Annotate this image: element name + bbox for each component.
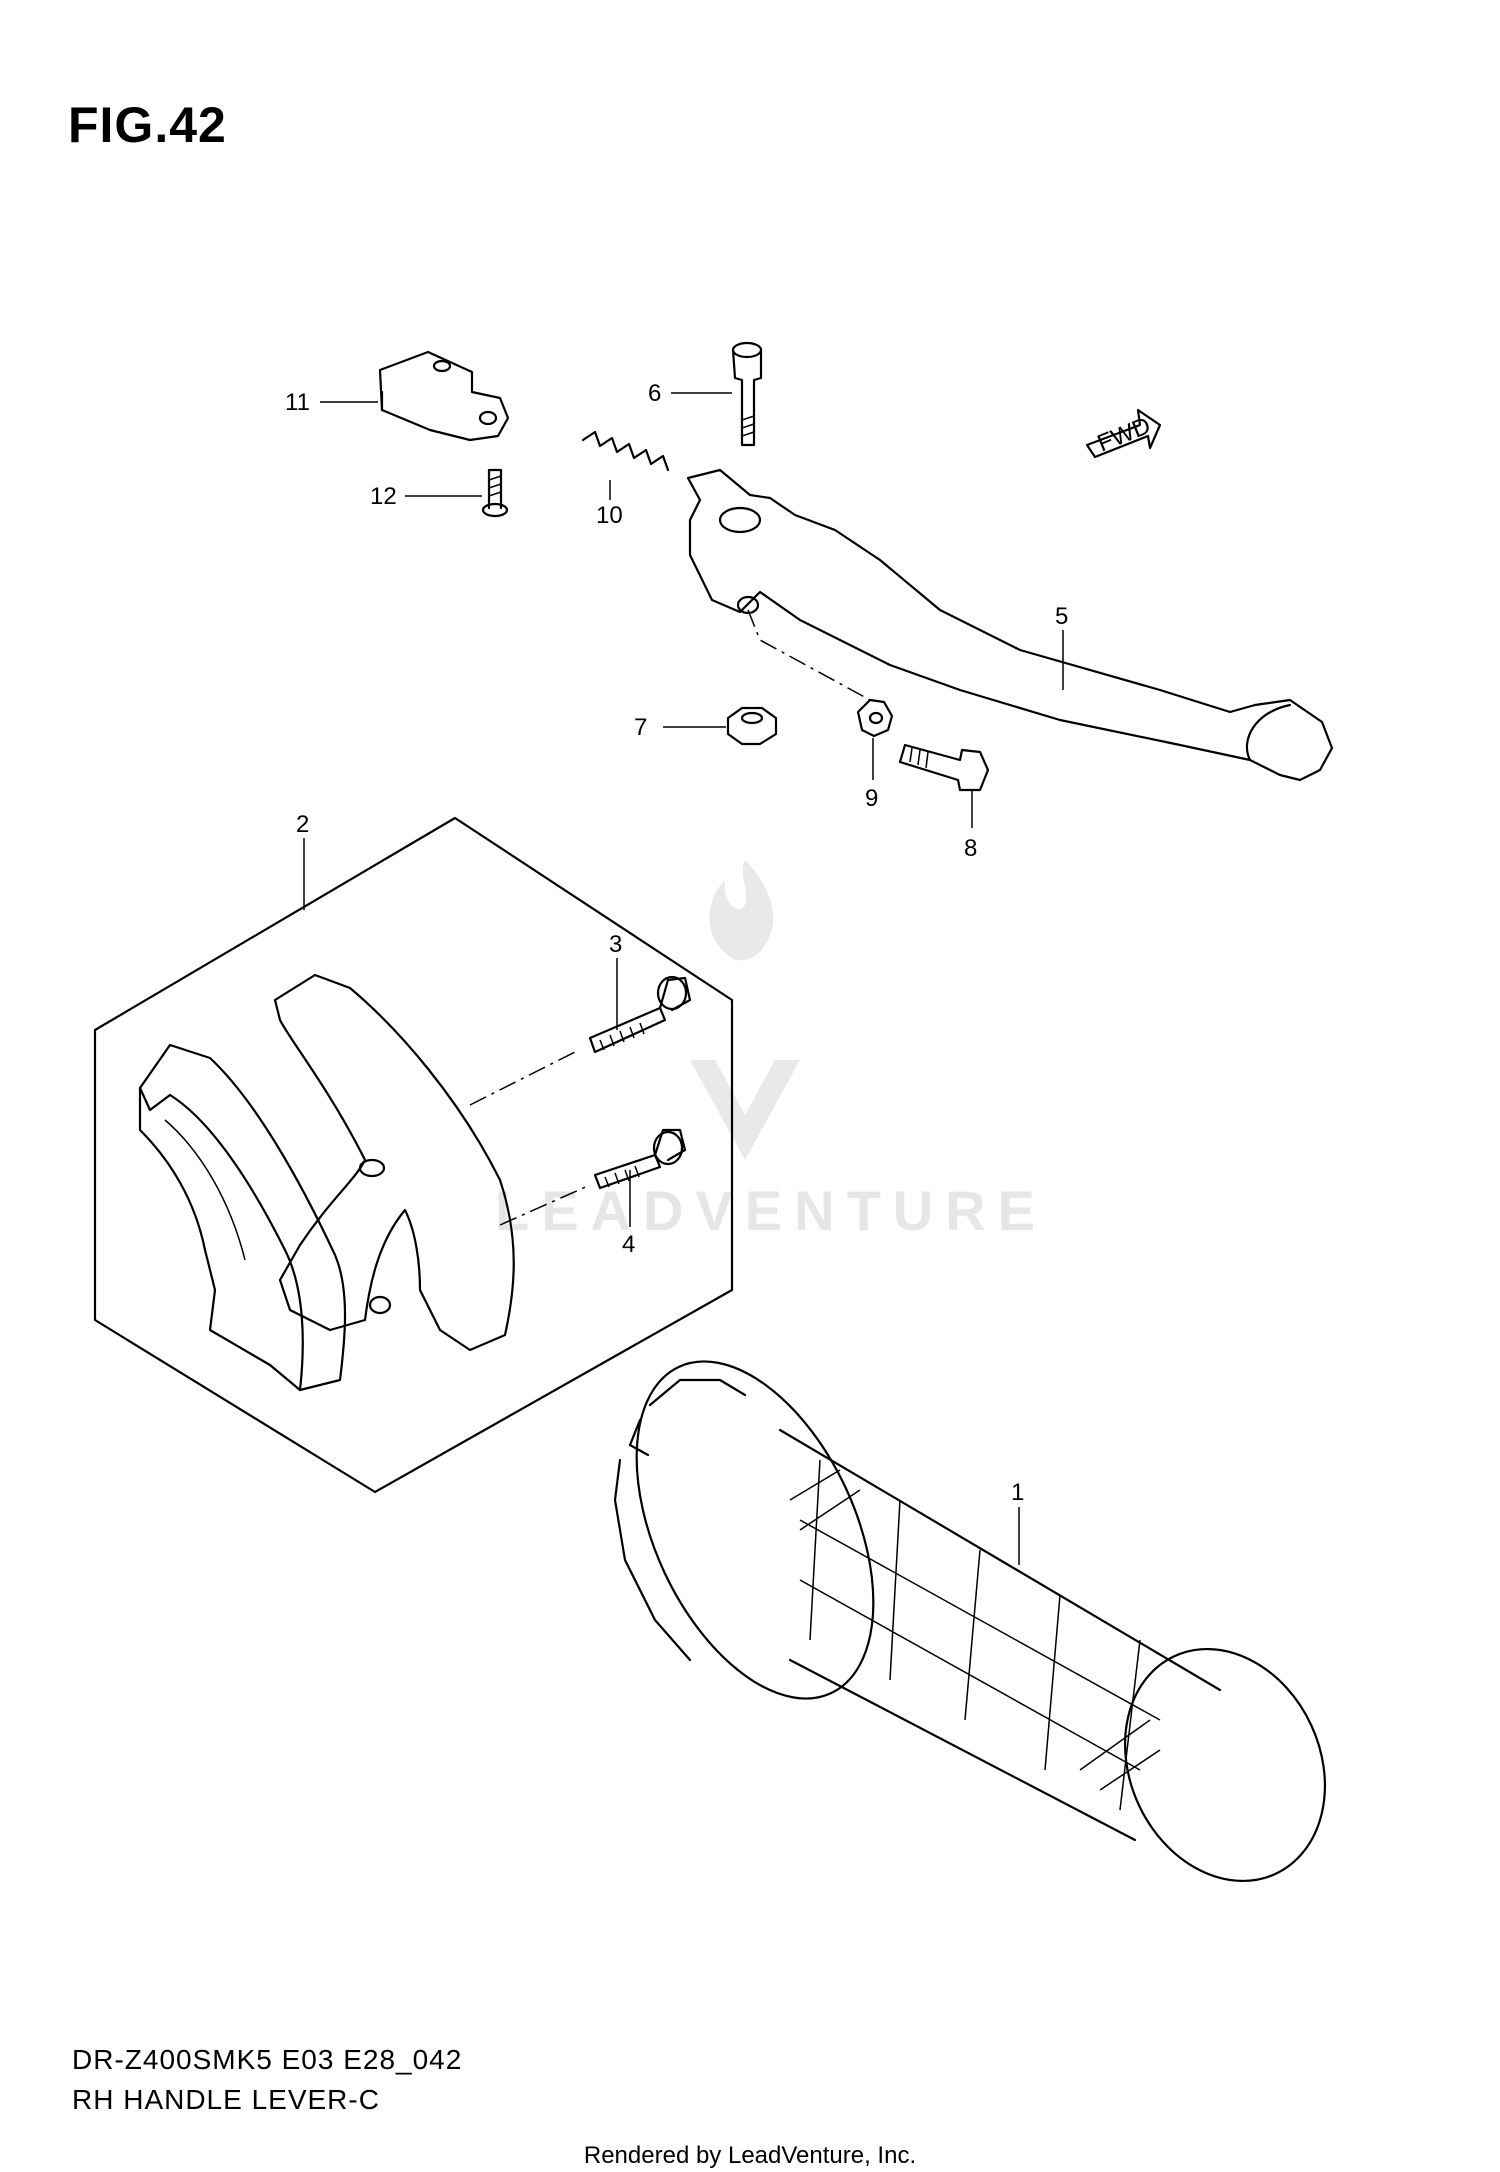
callout-3: 3	[609, 931, 622, 958]
nut	[726, 706, 778, 746]
clamp-half-outer	[138, 1043, 347, 1392]
lever-spring	[581, 430, 670, 472]
callout-2: 2	[296, 811, 309, 838]
callout-9: 9	[865, 785, 878, 812]
callout-6: 6	[648, 380, 661, 407]
leadventure-watermark: LEADVENTURE	[495, 860, 1047, 1242]
lever-bolt	[898, 743, 990, 792]
callout-4: 4	[622, 1231, 635, 1258]
fwd-arrow-badge: FWD	[1085, 408, 1162, 459]
callout-labels: 11 12 6 10 5 7 9 8 2 3 4 1	[285, 380, 1068, 1506]
callout-10: 10	[596, 502, 623, 529]
clamp-half-inner	[273, 973, 515, 1352]
fwd-label: FWD	[1094, 412, 1155, 458]
switch-screw	[481, 468, 509, 518]
model-caption: DR-Z400SMK5 E03 E28_042	[72, 2044, 463, 2075]
clamp-screw-lower	[593, 1128, 687, 1190]
brake-light-switch	[378, 350, 510, 442]
rendered-by-footer: Rendered by LeadVenture, Inc.	[583, 2142, 917, 2169]
clamp-screw-upper	[588, 975, 692, 1054]
callout-5: 5	[1055, 603, 1068, 630]
watermark-text: LEADVENTURE	[495, 1179, 1047, 1242]
clamp-holder-set-box	[93, 816, 734, 1494]
handlebar-grip	[613, 1360, 1327, 1883]
callout-1: 1	[1011, 1479, 1024, 1506]
callout-8: 8	[964, 835, 977, 862]
figure-title: FIG.42	[68, 97, 227, 153]
assembly-name: RH HANDLE LEVER-C	[72, 2084, 380, 2115]
brake-lever	[686, 468, 1334, 782]
callout-12: 12	[370, 483, 397, 510]
pivot-bolt	[731, 341, 763, 447]
callout-leaders	[303, 392, 1064, 1565]
lever-nut	[856, 698, 894, 738]
callout-7: 7	[634, 714, 647, 741]
callout-11: 11	[285, 389, 310, 416]
